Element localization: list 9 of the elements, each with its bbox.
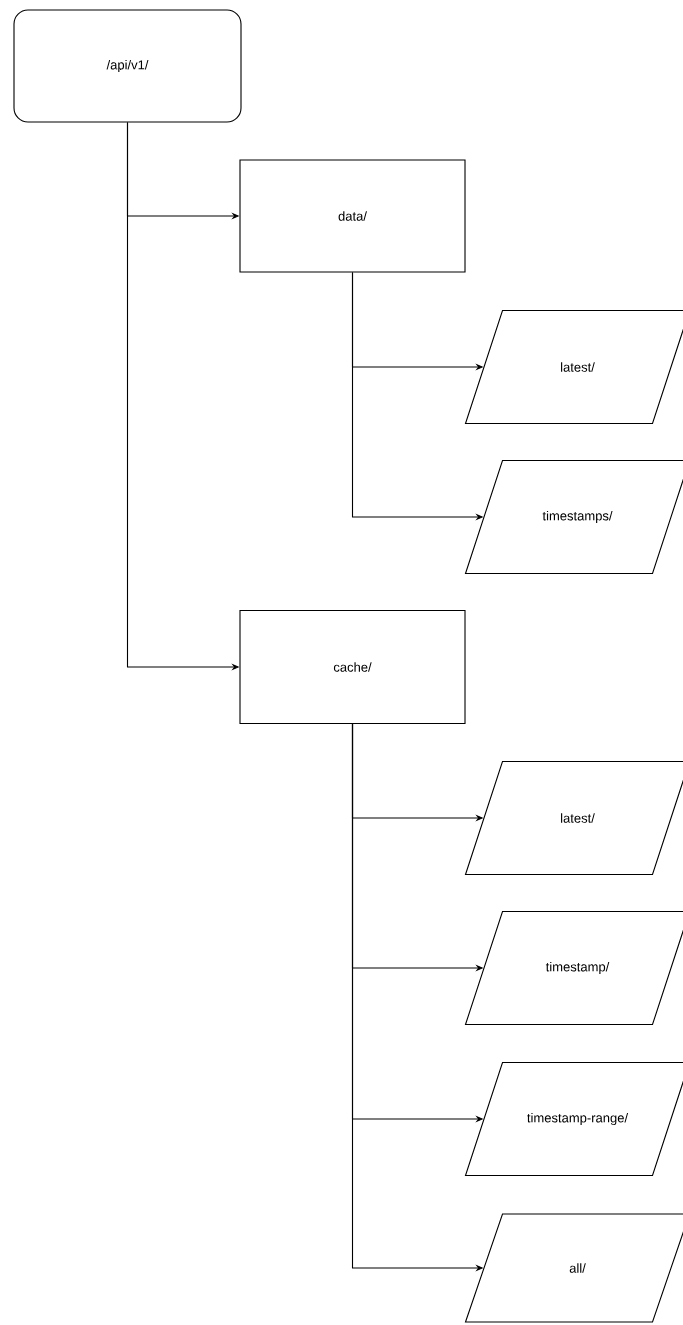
parallelogram-box: latest/ [464, 760, 683, 876]
process-box: cache/ [239, 609, 466, 725]
rounded-box: /api/v1/ [13, 9, 242, 123]
parallelogram-box: timestamps/ [464, 459, 683, 575]
parallelogram-box: all/ [464, 1213, 683, 1323]
parallelogram-box: timestamp-range/ [464, 1061, 683, 1177]
parallelogram-box: timestamp/ [464, 910, 683, 1026]
parallelogram-box: latest/ [464, 309, 683, 425]
process-box: data/ [239, 159, 466, 273]
